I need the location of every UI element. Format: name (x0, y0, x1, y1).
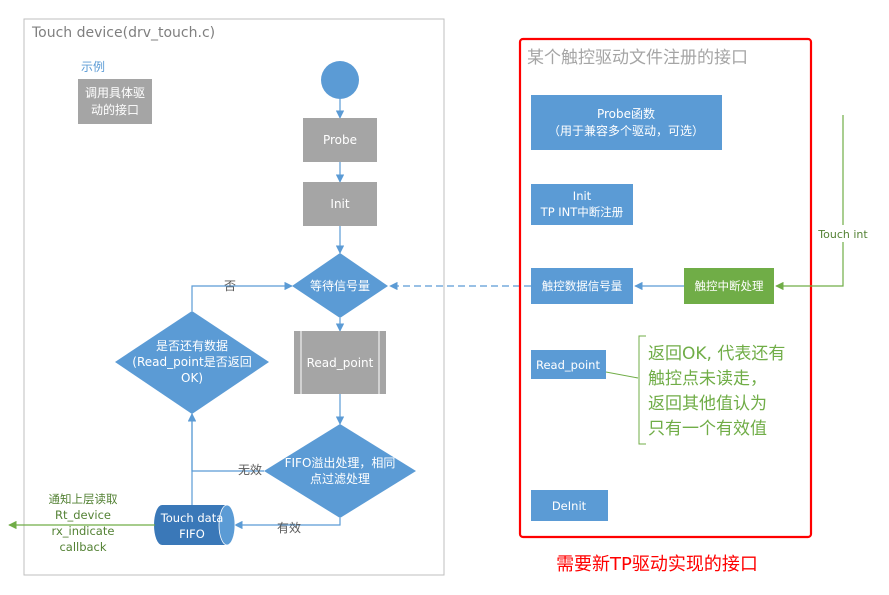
touch-device-title: Touch device(drv_touch.c) (31, 25, 215, 41)
notify-line1: 通知上层读取 (49, 492, 118, 506)
touch-device-frame (23, 18, 445, 576)
init-node: Init (303, 182, 377, 226)
init-label: Init (330, 197, 349, 211)
fifo-processing-line1: FIFO溢出处理，相同 (285, 456, 396, 470)
more-data-line1: 是否还有数据 (156, 338, 228, 353)
driver-deinit-node: DeInit (531, 490, 608, 521)
probe-label: Probe (323, 133, 357, 147)
notify-line3: rx_indicate (52, 524, 115, 538)
interrupt-handler-label: 触控中断处理 (695, 279, 764, 293)
touch-int-label: Touch int (817, 228, 868, 241)
driver-read-point-label: Read_point (536, 358, 600, 372)
touch-semaphore-label: 触控数据信号量 (542, 279, 623, 293)
note-bracket (638, 335, 646, 445)
arrow-more-data-no-to-wait (191, 281, 293, 311)
more-data-line3: OK) (181, 371, 203, 385)
driver-deinit-label: DeInit (552, 499, 587, 513)
driver-probe-line2: （用于兼容多个驱动，可选） (548, 123, 704, 138)
driver-interface-title: 某个触控驱动文件注册的接口 (527, 48, 748, 68)
touch-semaphore-node: 触控数据信号量 (531, 268, 633, 304)
fifo-processing-line2: 点过滤处理 (310, 472, 370, 486)
more-data-decision-node: 是否还有数据 (Read_point是否返回 OK) (115, 311, 269, 414)
touch-data-line1: Touch data (160, 511, 224, 525)
touch-int-label-bg (815, 225, 871, 242)
note-line3: 返回其他值认为 (648, 394, 767, 414)
touch-data-line2: FIFO (179, 527, 205, 541)
notify-line2: Rt_device (55, 508, 111, 522)
legend-example-label: 示例 (81, 60, 105, 74)
driver-probe-line1: Probe函数 (597, 106, 655, 121)
legend-box-line1: 调用具体驱 (85, 86, 145, 100)
driver-probe-node: Probe函数 （用于兼容多个驱动，可选） (531, 95, 722, 150)
wait-semaphore-node: 等待信号量 (292, 253, 388, 318)
driver-read-point-node: Read_point (531, 350, 606, 379)
driver-init-line1: Init (573, 189, 592, 203)
legend-box-line2: 动的接口 (91, 102, 139, 117)
legend-call-driver-box: 调用具体驱 动的接口 (78, 79, 152, 124)
footer-caption: 需要新TP驱动实现的接口 (556, 554, 758, 575)
label-invalid: 无效 (238, 462, 262, 477)
arrow-touch-int (775, 115, 844, 291)
read-point-label: Read_point (307, 356, 374, 370)
note-line4: 只有一个有效值 (648, 419, 767, 439)
note-line2: 触控点未读走， (648, 369, 767, 389)
notify-line4: callback (59, 540, 106, 554)
start-node (321, 61, 359, 99)
driver-init-line2: TP INT中断注册 (540, 205, 624, 219)
note-line1: 返回OK, 代表还有 (648, 344, 785, 364)
wait-semaphore-label: 等待信号量 (310, 279, 370, 293)
interrupt-handler-node: 触控中断处理 (684, 268, 774, 304)
more-data-line2: (Read_point是否返回 (132, 355, 251, 369)
driver-init-node: Init TP INT中断注册 (531, 184, 633, 225)
label-valid: 有效 (277, 520, 301, 535)
fifo-processing-node: FIFO溢出处理，相同 点过滤处理 (264, 424, 416, 518)
arrow-fifo-valid-to-touch-data (234, 518, 341, 530)
label-no: 否 (224, 279, 236, 293)
touch-data-fifo-node: Touch data FIFO (154, 504, 236, 546)
read-point-node: Read_point (294, 331, 386, 394)
note-connector (605, 371, 639, 379)
probe-node: Probe (303, 118, 377, 162)
driver-interface-frame (518, 37, 813, 539)
